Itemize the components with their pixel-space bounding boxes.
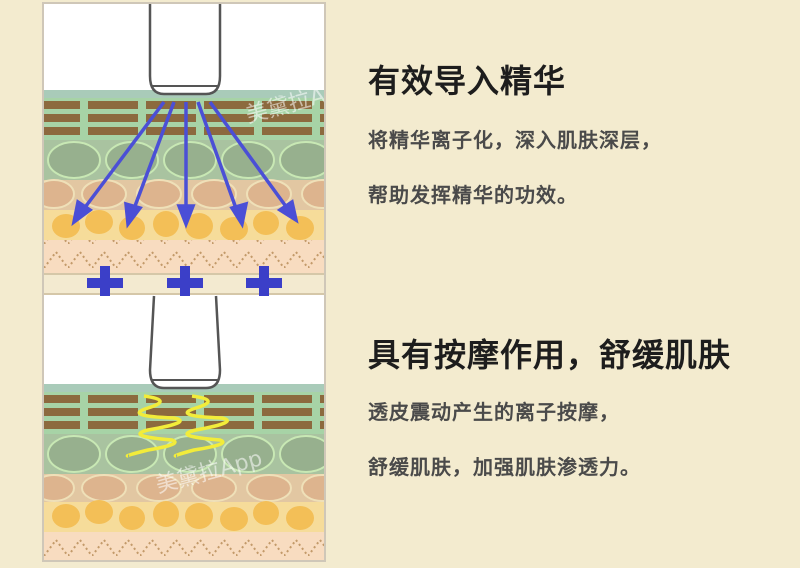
description-line: 舒缓肌肤，加强肌肤渗透力。 bbox=[368, 455, 641, 479]
description-line: 将精华离子化，深入肌肤深层， bbox=[368, 128, 662, 152]
skin-diagram bbox=[44, 4, 324, 560]
description-line: 透皮震动产生的离子按摩， bbox=[368, 400, 620, 424]
vibration-wave-icons bbox=[125, 394, 229, 458]
section-massage: 具有按摩作用，舒缓肌肤 透皮震动产生的离子按摩， 舒缓肌肤，加强肌肤渗透力。 bbox=[368, 330, 731, 480]
section-title: 具有按摩作用，舒缓肌肤 bbox=[368, 336, 732, 374]
stratum-corneum-top bbox=[44, 98, 324, 140]
section-essence-import: 有效导入精华 将精华离子化，深入肌肤深层， 帮助发挥精华的功效。 bbox=[368, 56, 662, 208]
device-tip-top bbox=[148, 4, 222, 96]
illustration-panel: 美黛拉App 美黛拉App bbox=[42, 2, 326, 562]
section-title: 有效导入精华 bbox=[368, 62, 567, 100]
device-tip-bottom bbox=[148, 295, 222, 390]
arrow-icons bbox=[71, 100, 299, 229]
description-line: 帮助发挥精华的功效。 bbox=[368, 183, 578, 207]
plus-ion-icons bbox=[87, 266, 282, 300]
